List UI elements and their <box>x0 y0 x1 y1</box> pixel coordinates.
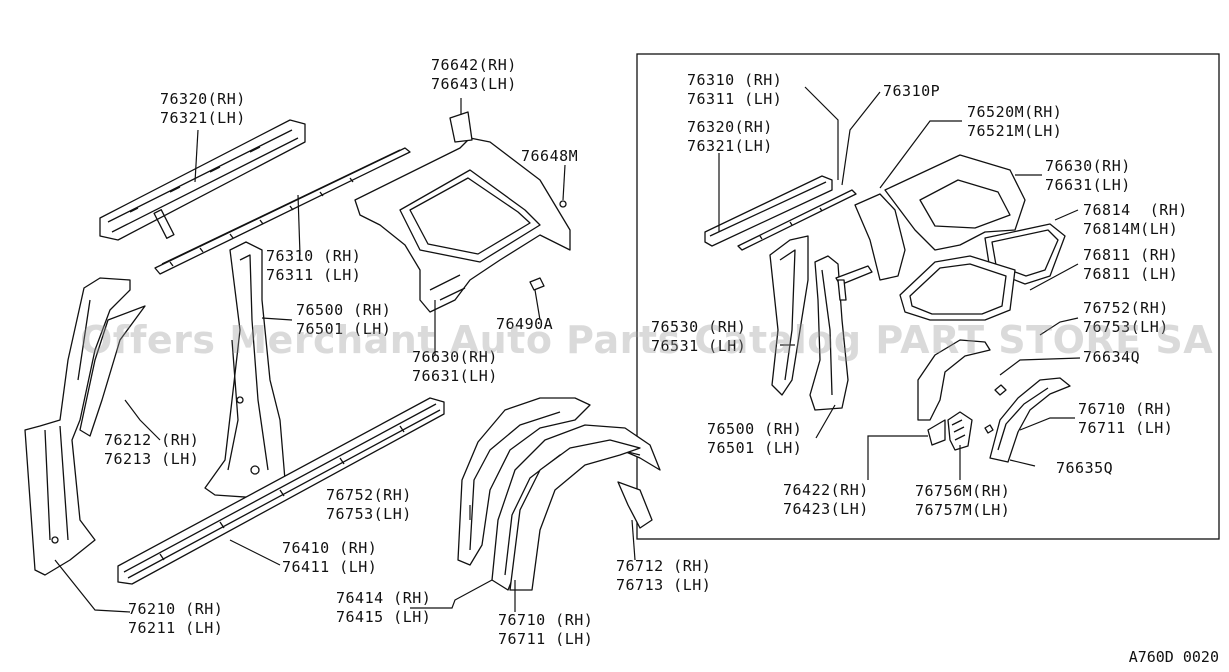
label-76310-main: 76310 (RH)76311 (LH) <box>266 247 362 284</box>
part-wheelhouse-inner <box>509 439 641 591</box>
label-76630-main: 76630(RH)76631(LH) <box>412 348 498 385</box>
label-76635q: 76635Q <box>1056 459 1114 477</box>
label-76410: 76410 (RH)76411 (LH) <box>282 539 378 576</box>
label-76500-inset: 76500 (RH)76501 (LH) <box>707 420 803 457</box>
label-76814: 76814 (RH)76814M(LH) <box>1083 201 1188 238</box>
label-76500-main: 76500 (RH)76501 (LH) <box>296 301 392 338</box>
part-wheelhouse-bracket <box>617 481 653 529</box>
label-76642: 76642(RH)76643(LH) <box>431 56 517 93</box>
part-clip-76648 <box>559 200 567 208</box>
part-pillar-reinforcement <box>79 305 146 437</box>
label-76630-inset: 76630(RH)76631(LH) <box>1045 157 1131 194</box>
label-76811: 76811 (RH)76811 (LH) <box>1083 246 1179 283</box>
label-76634q: 76634Q <box>1083 348 1141 366</box>
label-76520m: 76520M(RH)76521M(LH) <box>967 103 1063 140</box>
inset-wheelhouse <box>917 339 1071 463</box>
label-76752-inset: 76752(RH)76753(LH) <box>1083 299 1169 336</box>
diagram-code: A760D 0020 <box>1128 648 1219 666</box>
label-76320-main: 76320(RH)76321(LH) <box>160 90 246 127</box>
label-76212: 76212 (RH)76213 (LH) <box>104 431 200 468</box>
label-76490a: 76490A <box>496 315 554 333</box>
label-76710-main: 76710 (RH)76711 (LH) <box>498 611 594 648</box>
label-76752-main: 76752(RH)76753(LH) <box>326 486 412 523</box>
part-clip-76490 <box>529 277 545 291</box>
part-side-sill <box>117 397 445 585</box>
label-76320-inset: 76320(RH)76321(LH) <box>687 118 773 155</box>
label-76712: 76712 (RH)76713 (LH) <box>616 557 712 594</box>
inset-center-pillar <box>769 235 873 411</box>
part-rear-quarter-inner <box>354 111 571 313</box>
label-76710-inset: 76710 (RH)76711 (LH) <box>1078 400 1174 437</box>
label-76422: 76422(RH)76423(LH) <box>783 481 869 518</box>
part-wheelhouse-panel <box>457 397 591 566</box>
label-76756m: 76756M(RH)76757M(LH) <box>915 482 1011 519</box>
inset-window-seal <box>899 255 1016 321</box>
leader-lines <box>54 86 1081 613</box>
label-76530: 76530 (RH)76531 (LH) <box>651 318 747 355</box>
label-76414: 76414 (RH)76415 (LH) <box>336 589 432 626</box>
watermark: Offers Merchant Auto Parts Catalog PART … <box>80 318 1214 362</box>
label-76210: 76210 (RH)76211 (LH) <box>128 600 224 637</box>
part-roof-side-rail <box>99 119 306 241</box>
label-76310-inset: 76310 (RH)76311 (LH) <box>687 71 783 108</box>
label-76310p: 76310P <box>883 82 941 100</box>
inset-quarter-inner <box>854 154 1026 281</box>
part-front-pillar <box>24 277 131 576</box>
inset-frame <box>636 53 1220 540</box>
label-76648m: 76648M <box>521 147 579 165</box>
inset-roof-rail <box>704 175 857 251</box>
part-roof-rail-inner <box>154 147 411 275</box>
